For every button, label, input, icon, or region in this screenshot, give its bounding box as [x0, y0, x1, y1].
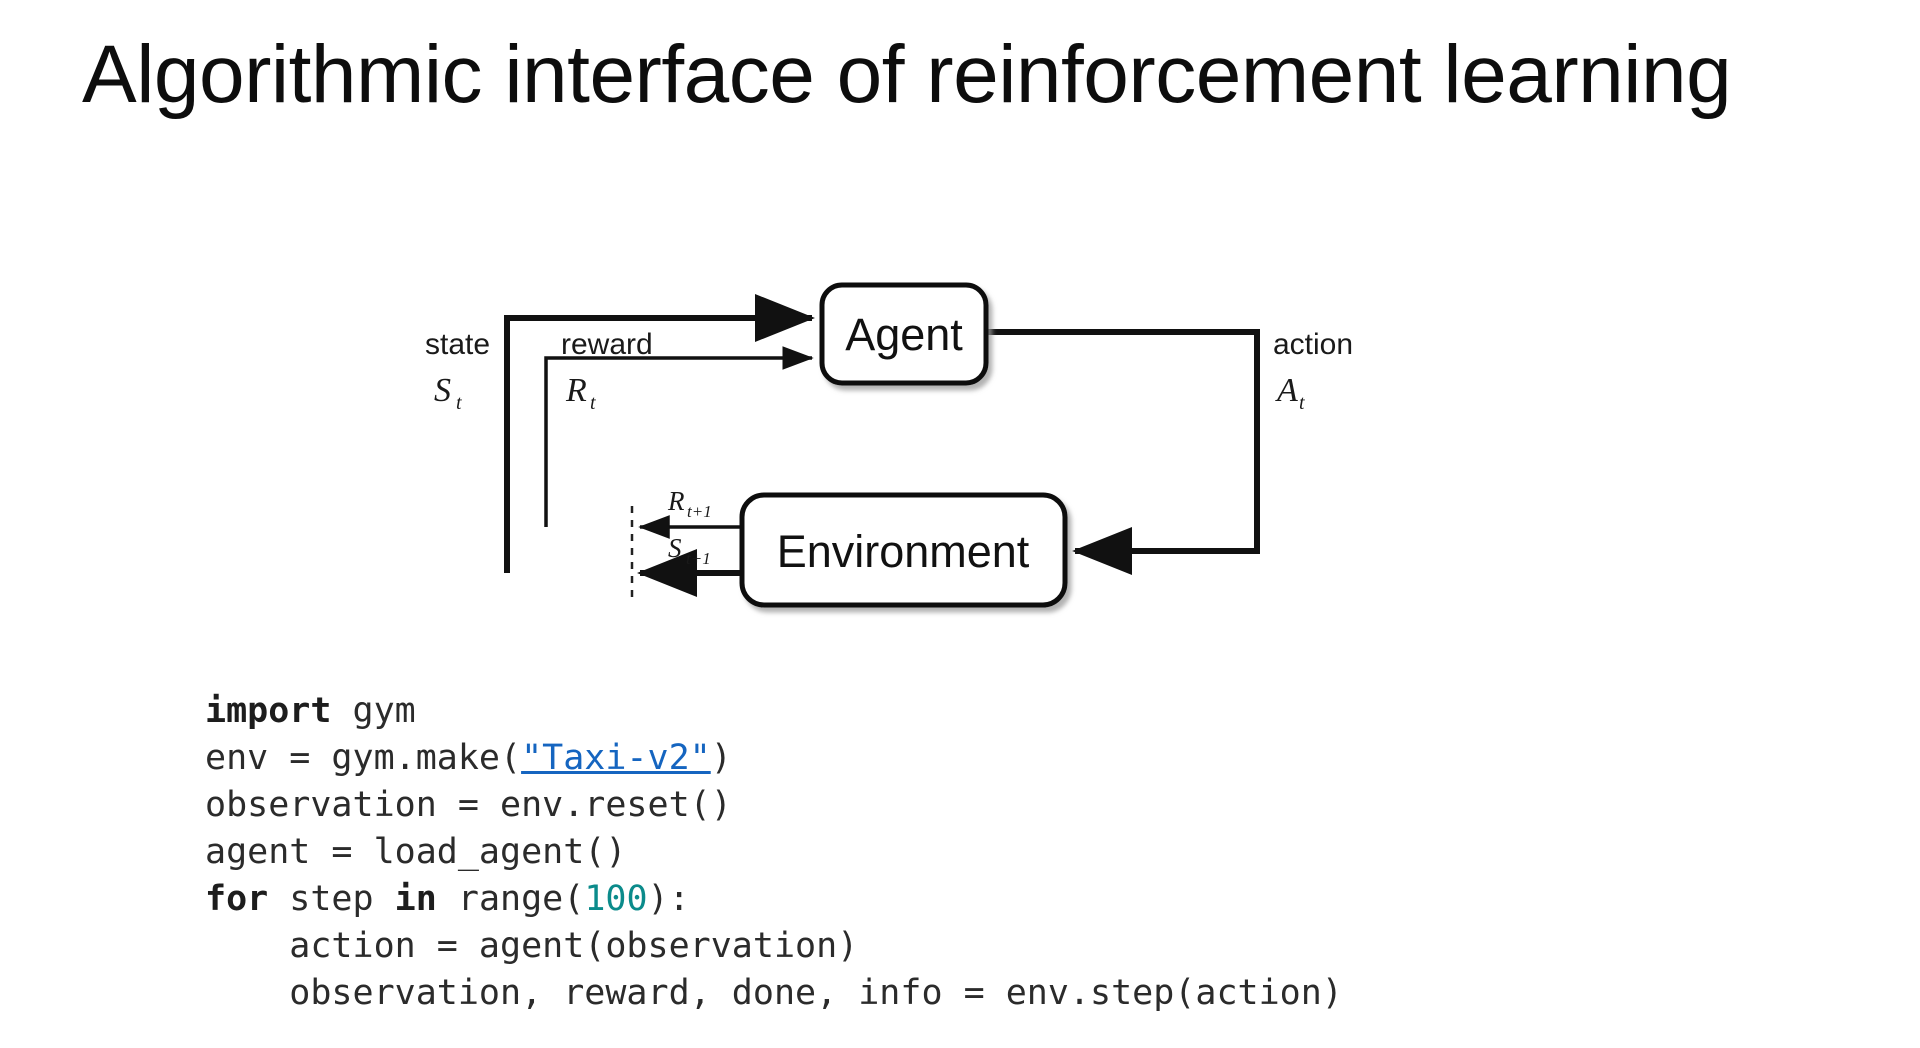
code-text-token: range( [436, 879, 585, 919]
state-label: state S t [425, 328, 490, 414]
agent-node: Agent [819, 282, 989, 386]
code-text-token: gym [331, 691, 416, 731]
next-reward-label-symbol: R [667, 486, 685, 516]
next-state-label-subscript: t+1 [686, 549, 711, 568]
code-text-token: env = gym.make( [205, 738, 522, 778]
environment-node: Environment [739, 492, 1068, 608]
action-label-word: action [1273, 328, 1353, 361]
code-text-token: observation, reward, done, info = env.st… [205, 973, 1343, 1013]
next-state-label-symbol: S [668, 533, 682, 563]
next-reward-label-subscript: t+1 [687, 502, 712, 521]
code-keyword-token: in [394, 879, 437, 919]
state-edge [504, 294, 815, 573]
state-label-subscript: t [456, 392, 462, 414]
state-label-symbol: S [434, 372, 451, 409]
next-reward-label: R t+1 [667, 486, 712, 521]
code-line: agent = load_agent() [205, 829, 1343, 876]
code-line: import gym [205, 688, 1343, 735]
action-label: action A t [1273, 328, 1353, 414]
reward-label-word: reward [561, 328, 653, 361]
code-keyword-token: import [205, 691, 332, 731]
code-line: for step in range(100): [205, 876, 1343, 923]
rl-interaction-diagram: Agent Environment state S t reward R t a… [0, 190, 1500, 630]
reward-label: reward R t [561, 328, 653, 414]
code-text-token: ): [647, 879, 690, 919]
code-line: env = gym.make("Taxi-v2") [205, 735, 1343, 782]
reward-edge [544, 346, 814, 527]
agent-node-label: Agent [845, 309, 963, 360]
code-number-token: 100 [584, 879, 648, 919]
reward-label-symbol: R [565, 372, 587, 409]
environment-node-label: Environment [777, 526, 1030, 577]
action-label-symbol: A [1275, 372, 1298, 409]
code-text-token: agent = load_agent() [205, 832, 627, 872]
code-text-token: action = agent(observation) [205, 926, 859, 966]
code-line: observation, reward, done, info = env.st… [205, 970, 1343, 1017]
state-label-word: state [425, 328, 490, 361]
reward-label-subscript: t [590, 392, 596, 414]
next-state-label: S t+1 [668, 533, 711, 568]
action-edge [986, 329, 1260, 575]
code-text-token: observation = env.reset() [205, 785, 732, 825]
code-keyword-token: for [205, 879, 269, 919]
page-title: Algorithmic interface of reinforcement l… [82, 29, 1732, 120]
action-label-subscript: t [1299, 392, 1305, 414]
code-line: observation = env.reset() [205, 782, 1343, 829]
code-text-token: ) [710, 738, 732, 778]
code-link-token[interactable]: "Taxi-v2" [521, 738, 711, 778]
code-text-token: step [268, 879, 395, 919]
code-line: action = agent(observation) [205, 923, 1343, 970]
